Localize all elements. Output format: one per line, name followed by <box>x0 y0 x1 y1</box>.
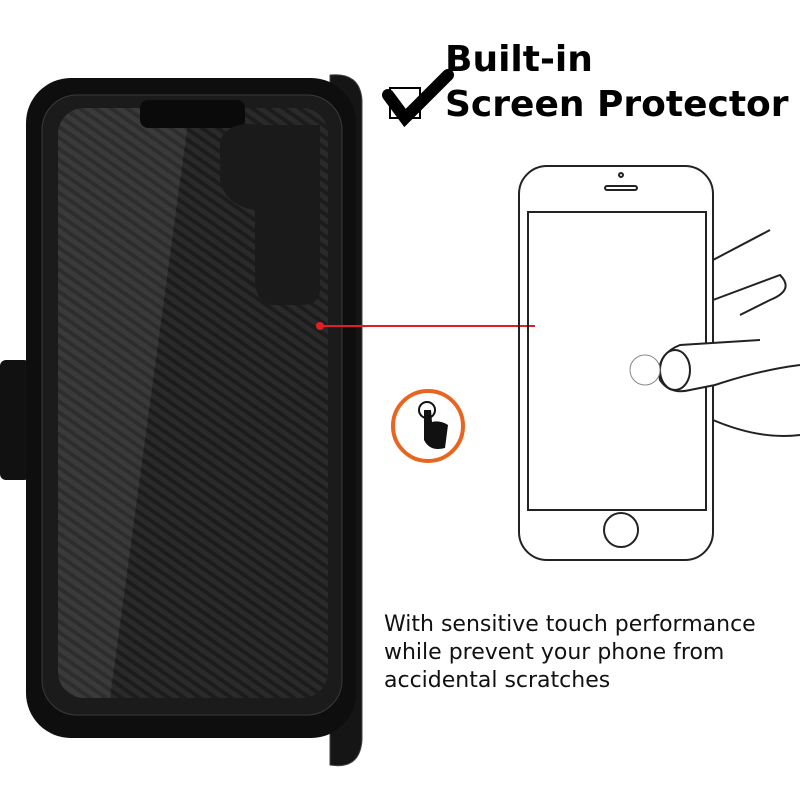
heading-line-1: Built-in <box>445 39 593 80</box>
touch-icon <box>391 389 465 463</box>
description-line: accidental scratches <box>384 668 611 693</box>
description: With sensitive touch performance while p… <box>384 611 794 695</box>
description-line: With sensitive touch performance <box>384 612 756 637</box>
hand-icon <box>629 229 800 437</box>
fingerprint-icon <box>629 354 661 386</box>
heading-line-2: Screen Protector <box>445 84 789 125</box>
pointer-line <box>316 322 535 330</box>
phone-case <box>26 78 356 738</box>
description-line: while prevent your phone from <box>384 640 725 665</box>
checkbox-check-icon <box>382 69 454 128</box>
